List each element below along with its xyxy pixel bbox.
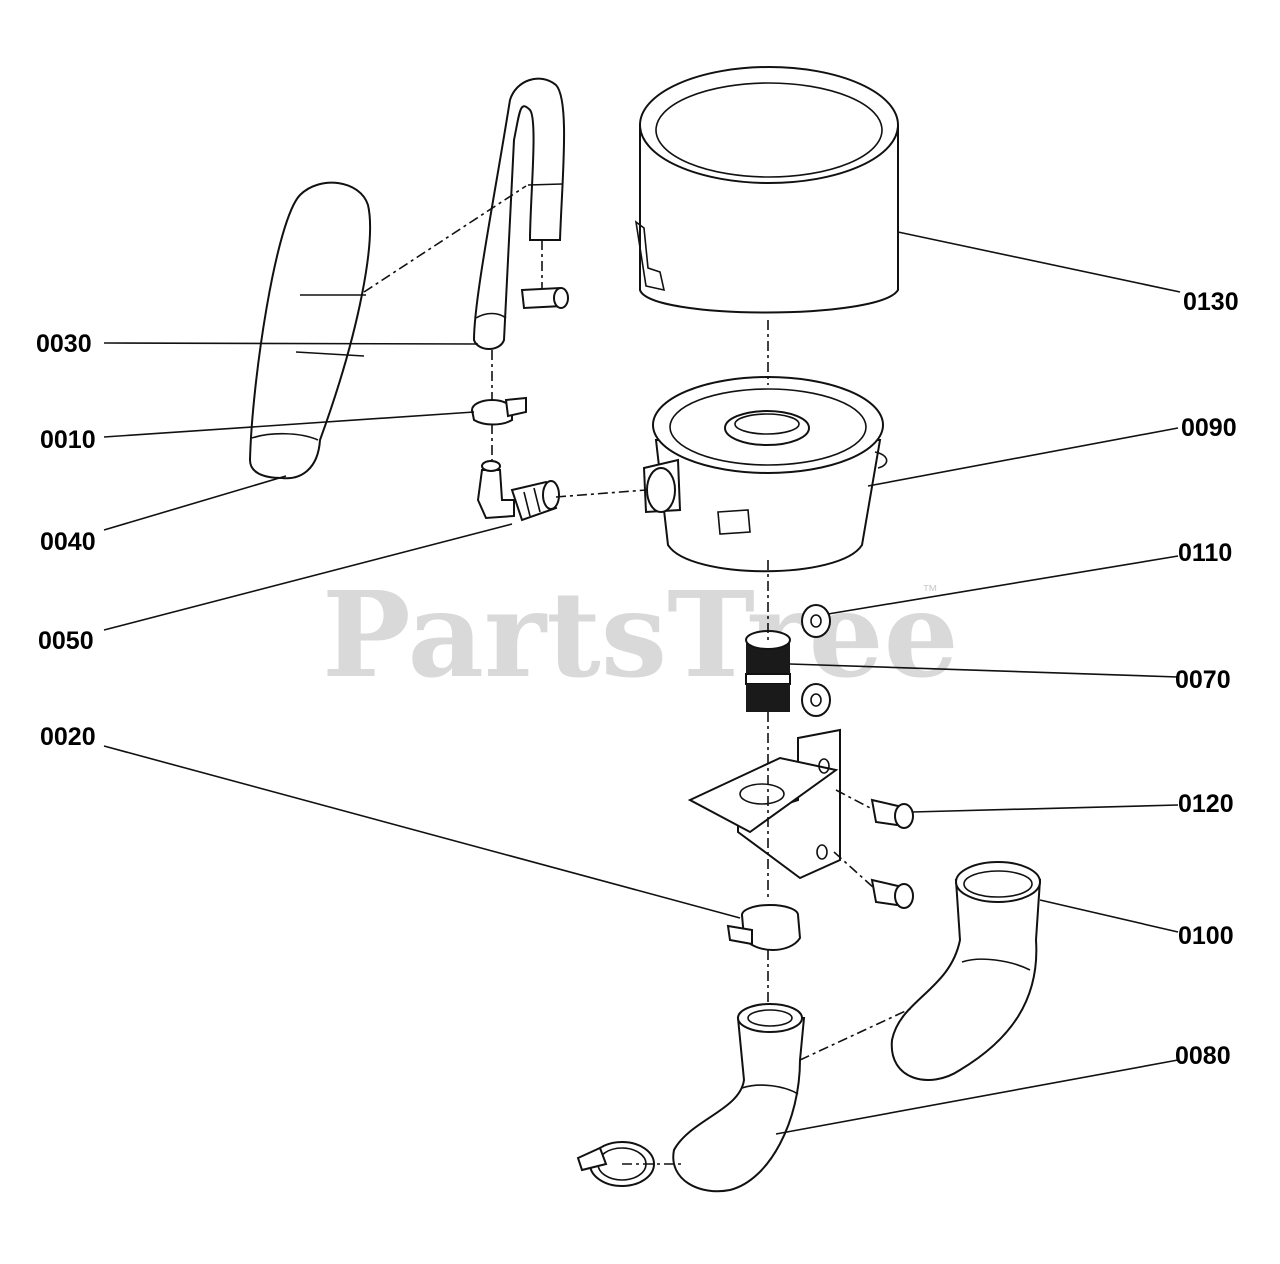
part-0070-sleeve: [745, 630, 791, 712]
part-0010-clamp: [471, 396, 527, 426]
callout-0040: 0040: [40, 528, 96, 556]
part-0100-duct: [890, 861, 1042, 1081]
callout-0020: 0020: [40, 723, 96, 751]
part-0080-hose: [576, 1003, 806, 1193]
callout-labels: 0130 0030 0010 0090 0040 0110 0050 0070 …: [36, 288, 1239, 1070]
callout-0050: 0050: [38, 627, 94, 655]
callout-0070: 0070: [1175, 666, 1231, 694]
leader-lines: [103, 231, 1181, 1135]
callout-0030: 0030: [36, 330, 92, 358]
callout-0110: 0110: [1178, 539, 1232, 567]
callout-0130: 0130: [1183, 288, 1239, 316]
part-0020-clamp: [726, 904, 802, 951]
callout-0100: 0100: [1178, 922, 1234, 950]
part-0130-cover: [634, 66, 899, 314]
part-0090-body: [642, 376, 888, 573]
callout-0010: 0010: [40, 426, 96, 454]
partstree-watermark: PartsTree: [322, 565, 959, 704]
part-0110-washers: [801, 604, 831, 717]
part-0120-bracket: [687, 728, 914, 909]
callout-0080: 0080: [1175, 1042, 1231, 1070]
part-0030-hose: [472, 77, 569, 350]
part-0050-fitting: [476, 460, 560, 522]
callout-0090: 0090: [1181, 414, 1237, 442]
assembly-dash-lines: [363, 185, 913, 1165]
callout-0120: 0120: [1178, 790, 1234, 818]
part-0040-hose: [248, 181, 371, 480]
